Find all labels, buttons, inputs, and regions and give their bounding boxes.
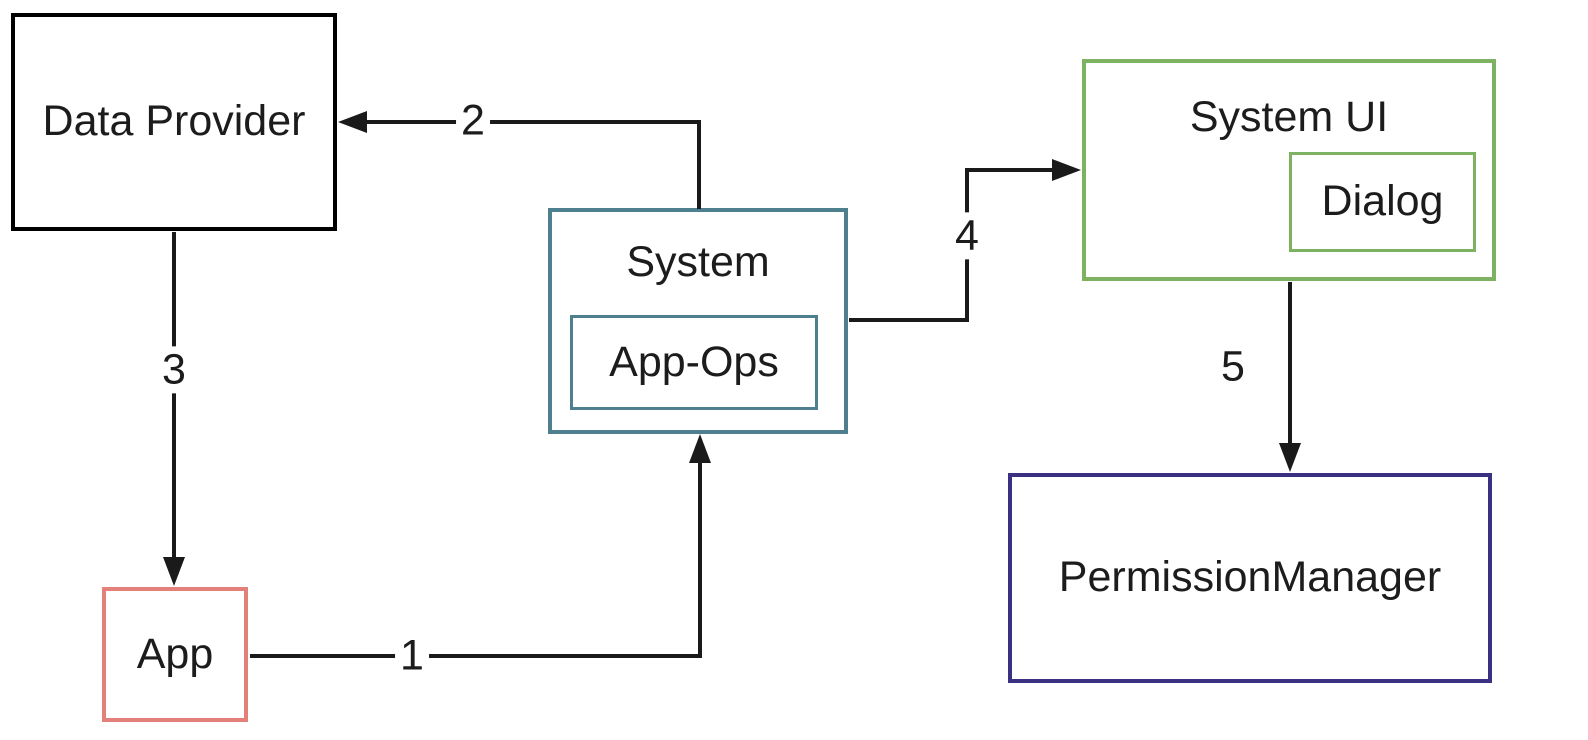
node-system-ui-label: System UI (1189, 93, 1389, 141)
edge-label-4: 4 (950, 212, 984, 260)
edge-5-system-ui-to-permission-manager (1279, 282, 1301, 472)
edge-label-2: 2 (456, 97, 490, 145)
edge-label-3: 3 (157, 346, 191, 394)
edge-3-arrowhead-down-icon (163, 557, 185, 586)
edge-5-arrowhead-down-icon (1279, 443, 1301, 472)
edge-1-line (250, 448, 702, 658)
node-system-label: System (626, 238, 770, 286)
edge-label-5: 5 (1216, 343, 1250, 391)
node-data-provider-label: Data Provider (42, 97, 306, 146)
node-dialog: Dialog (1289, 152, 1476, 252)
edge-label-1: 1 (395, 632, 429, 680)
edge-2-line (352, 120, 701, 209)
edge-2-system-to-data-provider (338, 111, 701, 209)
node-permission-manager: PermissionManager (1008, 473, 1492, 683)
edge-3-data-provider-to-app (163, 232, 185, 586)
node-app-label: App (136, 629, 214, 678)
node-app: App (102, 587, 248, 722)
edge-4-arrowhead-right-icon (1052, 159, 1081, 181)
node-app-ops: App-Ops (570, 315, 818, 410)
node-permission-manager-label: PermissionManager (1058, 553, 1442, 602)
edge-2-arrowhead-left-icon (338, 111, 367, 133)
node-dialog-label: Dialog (1321, 177, 1444, 226)
edge-1-app-to-system (250, 434, 711, 658)
node-app-ops-label: App-Ops (609, 337, 779, 386)
edge-1-arrowhead-up-icon (689, 434, 711, 463)
node-data-provider: Data Provider (11, 13, 337, 231)
